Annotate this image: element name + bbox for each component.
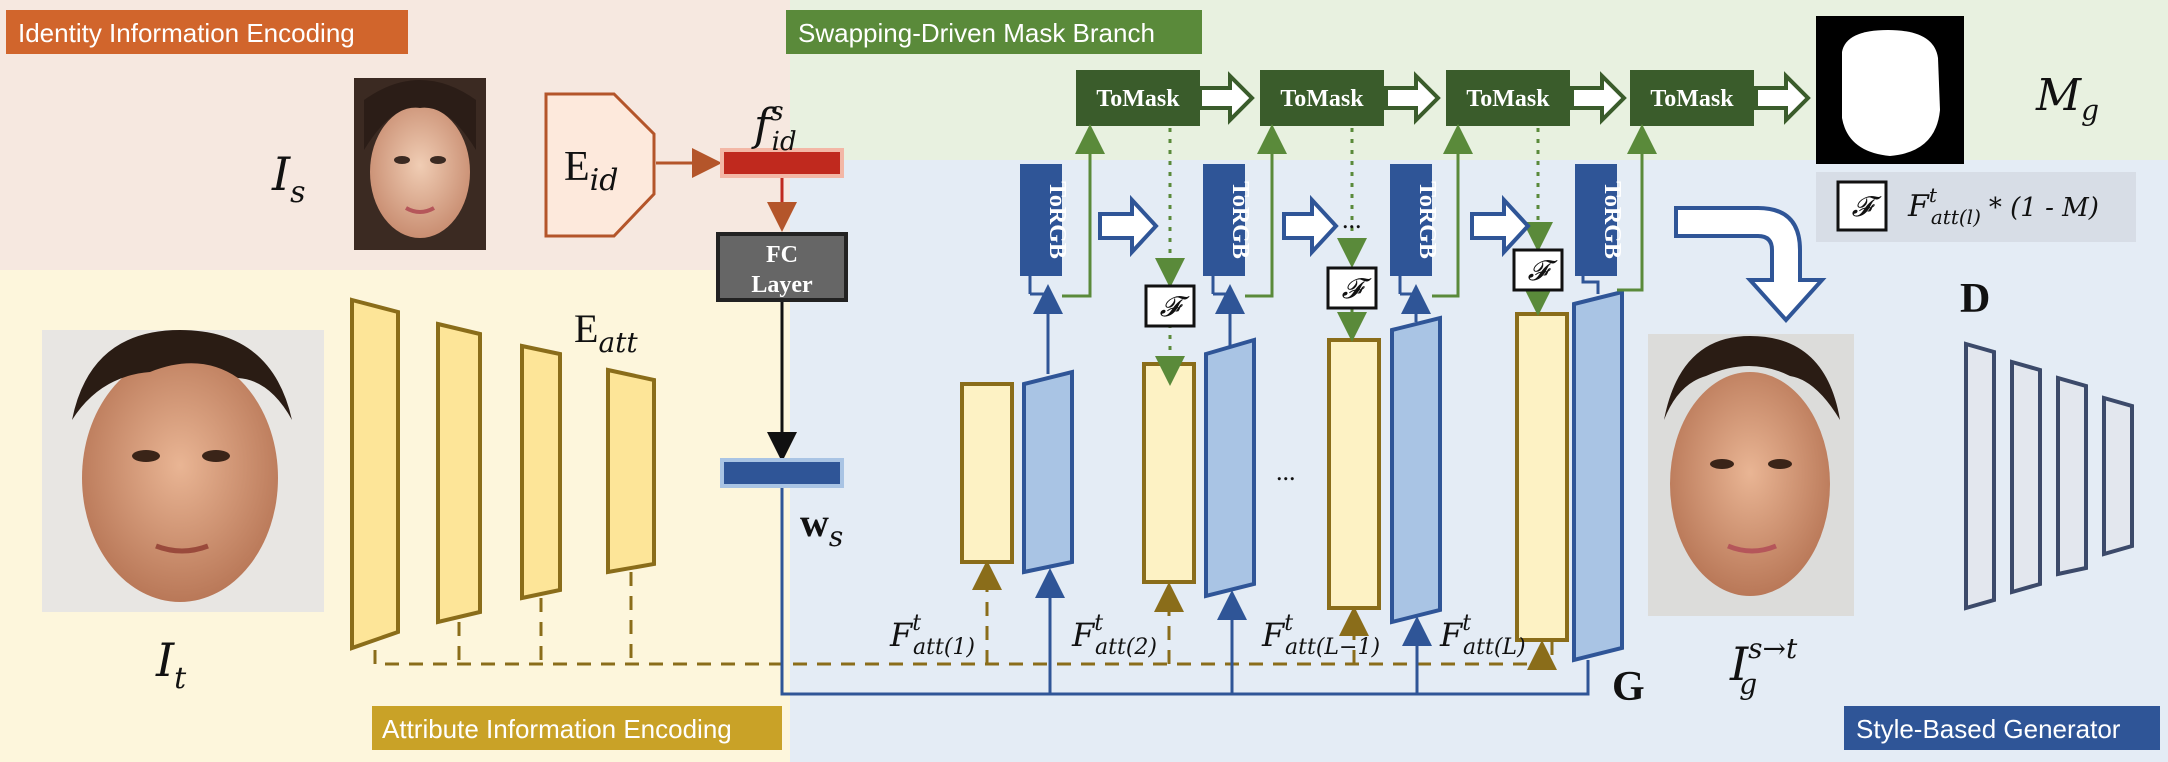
fusion-box-1 bbox=[1144, 284, 1196, 328]
output-flow-arrow bbox=[1674, 206, 1827, 323]
torgb-label-2: ToRGB bbox=[1227, 181, 1253, 259]
source-face-image bbox=[354, 78, 486, 250]
style-vector-label: ws bbox=[800, 500, 843, 553]
target-image-label: It bbox=[155, 633, 187, 696]
tomask-block-1 bbox=[1076, 70, 1200, 126]
attribute-encoder-layer-2 bbox=[436, 321, 482, 625]
generator-block-4 bbox=[1572, 289, 1624, 663]
source-image-label: Is bbox=[271, 147, 306, 210]
discriminator-layer-3 bbox=[2056, 375, 2088, 577]
mask-flow-arrow-2 bbox=[1384, 71, 1441, 125]
generator-block-1 bbox=[1022, 369, 1074, 575]
rgb-flow-arrow-2 bbox=[1282, 194, 1339, 258]
attribute-tag-label: Attribute Information Encoding bbox=[382, 714, 732, 744]
discriminator-label: D bbox=[1960, 276, 1990, 322]
attribute-feature-connections bbox=[373, 560, 1557, 670]
torgb-label-4: ToRGB bbox=[1599, 181, 1625, 259]
generator-block-3 bbox=[1390, 315, 1442, 625]
torgb-label-3: ToRGB bbox=[1414, 181, 1440, 259]
generator-tag-label: Style-Based Generator bbox=[1856, 714, 2121, 744]
rgb-flow-arrow-3 bbox=[1470, 194, 1531, 258]
legend-fuse-box bbox=[1836, 180, 1888, 232]
rgb-flow-arrow-1 bbox=[1098, 194, 1159, 258]
identity-feature-vector bbox=[720, 148, 844, 178]
tomask-label-4: ToMask bbox=[1650, 86, 1734, 112]
fusion-box-3 bbox=[1512, 248, 1564, 292]
fc-layer bbox=[716, 232, 848, 302]
style-vector bbox=[720, 458, 844, 488]
mask-flow-arrow-1 bbox=[1198, 71, 1255, 125]
tomask-label-3: ToMask bbox=[1466, 86, 1550, 112]
tomask-block-3 bbox=[1446, 70, 1570, 126]
style-distribution-lines bbox=[780, 488, 1590, 696]
attribute-encoder-layer-4 bbox=[606, 367, 656, 575]
identity-encoder-label: Eid bbox=[564, 144, 618, 198]
identity-encoder bbox=[544, 92, 656, 238]
generator-region bbox=[790, 160, 2168, 762]
fusion-box-2 bbox=[1326, 266, 1378, 310]
torgb-block-4 bbox=[1575, 164, 1617, 276]
torgb-block-3 bbox=[1390, 164, 1432, 276]
torgb-block-2 bbox=[1203, 164, 1245, 276]
attribute-tag bbox=[372, 706, 782, 750]
attribute-encoder-layer-1 bbox=[350, 297, 400, 651]
fc-layer-line1: FC bbox=[766, 242, 798, 268]
identity-tag-label: Identity Information Encoding bbox=[18, 18, 355, 48]
tomask-block-2 bbox=[1260, 70, 1384, 126]
generator-block-2 bbox=[1204, 337, 1256, 599]
attribute-encoder-layer-3 bbox=[520, 343, 562, 601]
mask-branch-tag bbox=[786, 10, 1202, 54]
attribute-feature-1 bbox=[960, 382, 1014, 564]
attribute-feature-L bbox=[1515, 312, 1569, 642]
mask-flow-arrow-3 bbox=[1570, 71, 1627, 125]
attribute-feature-L-1 bbox=[1327, 338, 1381, 610]
generator-label: G bbox=[1612, 664, 1645, 710]
identity-tag bbox=[6, 10, 408, 54]
mask-label: Mg bbox=[2035, 70, 2099, 127]
generated-face-image bbox=[1648, 334, 1854, 616]
generator-ellipsis: ... bbox=[1276, 457, 1296, 486]
generator-tag bbox=[1844, 706, 2160, 750]
mask-branch-tag-label: Swapping-Driven Mask Branch bbox=[798, 18, 1155, 48]
fc-layer-line2: Layer bbox=[751, 272, 813, 298]
tomask-label-2: ToMask bbox=[1280, 86, 1364, 112]
attribute-feature-2 bbox=[1142, 362, 1196, 584]
target-face-image bbox=[42, 330, 324, 612]
torgb-block-1 bbox=[1020, 164, 1062, 276]
torgb-label-1: ToRGB bbox=[1044, 181, 1070, 259]
mask-image bbox=[1816, 16, 1964, 164]
tomask-block-4 bbox=[1630, 70, 1754, 126]
mask-flow-arrow-4 bbox=[1754, 71, 1811, 125]
tomask-label-1: ToMask bbox=[1096, 86, 1180, 112]
attribute-encoder bbox=[350, 297, 656, 651]
discriminator-layer-1 bbox=[1964, 341, 1996, 611]
rgb-ellipsis: ... bbox=[1342, 205, 1362, 234]
discriminator-layer-2 bbox=[2010, 359, 2042, 595]
attribute-encoder-label: Eatt bbox=[574, 306, 638, 359]
discriminator-layer-4 bbox=[2102, 395, 2134, 557]
